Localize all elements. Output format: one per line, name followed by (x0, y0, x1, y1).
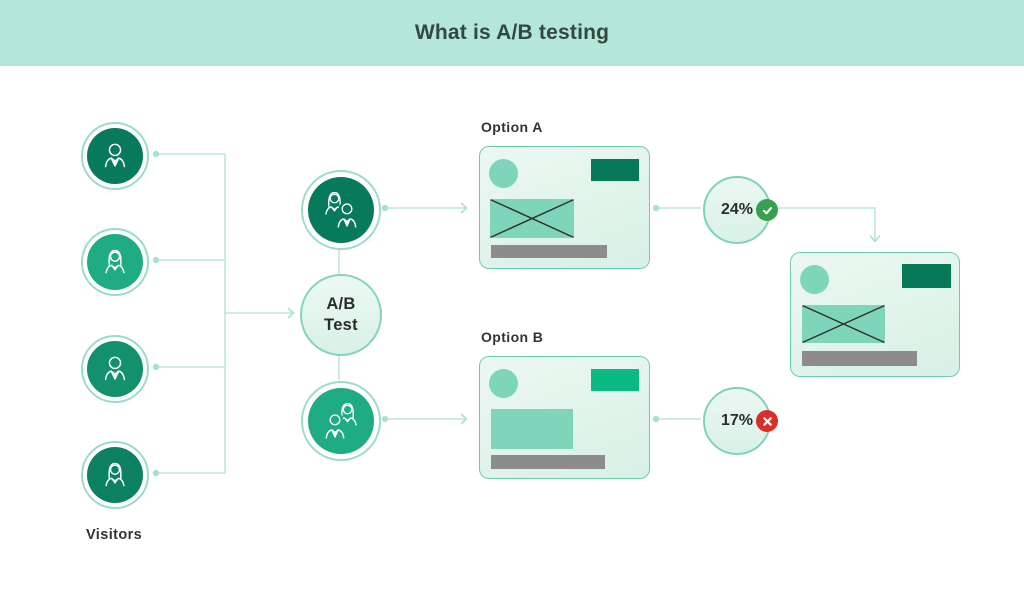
people-group-icon (324, 402, 357, 440)
arrowhead-down-icon (869, 235, 881, 243)
image-placeholder (490, 199, 574, 238)
option-a-label: Option A (481, 119, 543, 135)
content-block-placeholder (491, 409, 573, 449)
female-avatar-icon (105, 249, 125, 274)
image-cross-icon (490, 199, 574, 238)
avatar-placeholder (489, 369, 518, 398)
avatar-placeholder (489, 159, 518, 188)
option-b-percentage: 17% (720, 412, 754, 429)
visitor-branch-lines (159, 153, 225, 474)
image-cross-icon (802, 305, 885, 343)
visitor-1 (81, 122, 149, 190)
header-bar: What is A/B testing (0, 0, 1024, 66)
check-icon (762, 206, 772, 214)
test-group-b (301, 381, 381, 461)
people-group-icon (325, 191, 358, 229)
winning-variant-card (790, 252, 960, 377)
ab-test-label: A/B Test (324, 294, 358, 334)
option-a-result: 24% (703, 176, 778, 244)
option-a-card (479, 146, 650, 269)
text-placeholder (491, 245, 607, 258)
image-placeholder (802, 305, 885, 343)
text-placeholder (491, 455, 605, 469)
arrowhead-right-icon (460, 413, 468, 425)
female-avatar-icon (105, 462, 125, 487)
option-b-label: Option B (481, 329, 544, 345)
cross-icon (762, 416, 772, 426)
visitor-3 (81, 335, 149, 403)
text-placeholder (802, 351, 917, 366)
pass-badge (756, 199, 778, 221)
arrowhead-right-icon (460, 202, 468, 214)
option-b-card (479, 356, 650, 479)
button-placeholder (902, 264, 951, 288)
button-placeholder (591, 369, 639, 391)
option-b-result: 17% (703, 387, 778, 455)
pct-a-to-winner-line (778, 207, 876, 240)
connector-dots (152, 150, 660, 477)
fail-badge (756, 410, 778, 432)
arrowhead-right-icon (287, 307, 295, 319)
button-placeholder (591, 159, 639, 181)
visitor-2 (81, 228, 149, 296)
visitor-4 (81, 441, 149, 509)
option-a-percentage: 24% (720, 201, 754, 218)
visitors-label: Visitors (86, 527, 143, 543)
test-group-a (301, 170, 381, 250)
male-avatar-icon (104, 356, 126, 381)
avatar-placeholder (800, 265, 829, 294)
male-avatar-icon (104, 143, 126, 168)
page-title: What is A/B testing (414, 21, 610, 44)
ab-test-node: A/B Test (300, 274, 382, 356)
